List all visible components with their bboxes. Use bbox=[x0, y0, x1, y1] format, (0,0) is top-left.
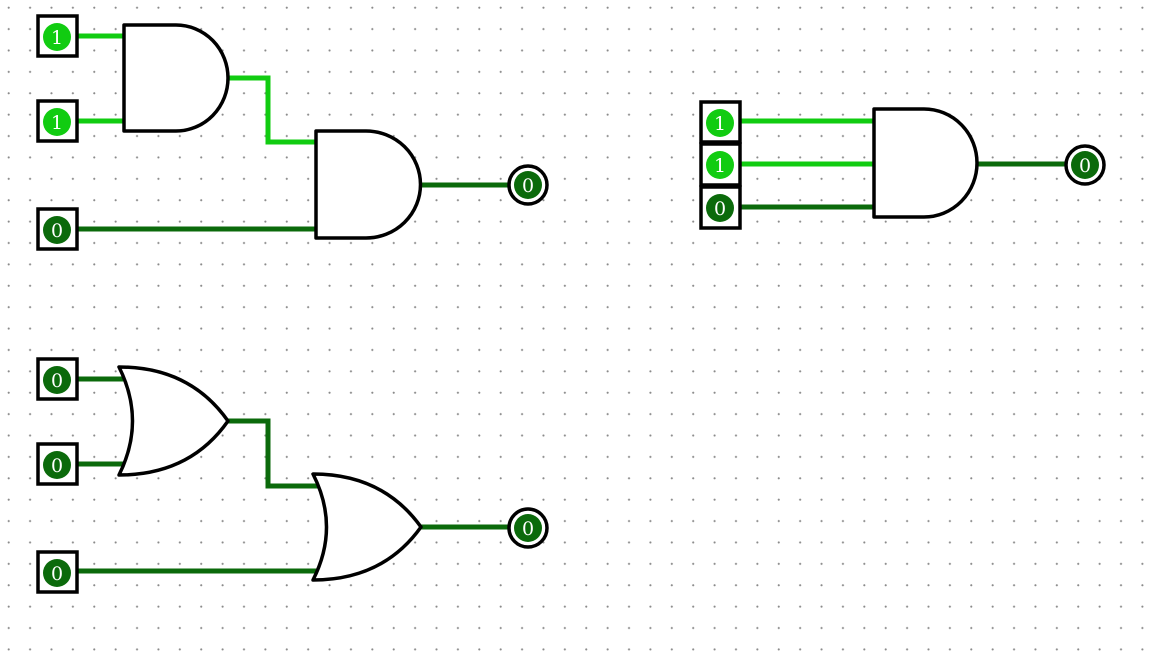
wire-low bbox=[228, 418, 318, 489]
pin-value: 0 bbox=[1079, 155, 1091, 177]
pin-value: 1 bbox=[714, 113, 726, 135]
output-pin: 0 bbox=[507, 164, 549, 206]
input-pin[interactable]: 1 bbox=[36, 14, 79, 58]
input-pin[interactable]: 0 bbox=[36, 207, 79, 251]
input-pin[interactable]: 0 bbox=[36, 550, 79, 594]
pin-state-dot bbox=[514, 171, 542, 199]
input-pin[interactable]: 0 bbox=[36, 357, 79, 401]
and-gate-3-input[interactable] bbox=[872, 107, 979, 219]
pin-state-dot bbox=[43, 216, 71, 244]
circuit-right: 1 1 0 0 bbox=[699, 100, 1106, 230]
pin-state-dot bbox=[43, 23, 71, 51]
pin-value: 0 bbox=[522, 518, 534, 540]
pin-state-dot bbox=[1071, 151, 1099, 179]
pin-value: 0 bbox=[522, 175, 534, 197]
pin-state-dot bbox=[706, 109, 734, 137]
pin-value: 1 bbox=[51, 27, 63, 49]
or-gate[interactable] bbox=[117, 365, 230, 477]
input-pin[interactable]: 1 bbox=[699, 142, 742, 187]
pin-value: 0 bbox=[51, 455, 63, 477]
pin-state-dot bbox=[43, 366, 71, 394]
pin-value: 1 bbox=[51, 112, 63, 134]
pin-state-dot bbox=[706, 194, 734, 222]
and-gate[interactable] bbox=[122, 23, 230, 133]
output-pin: 0 bbox=[507, 507, 549, 549]
input-pin[interactable]: 1 bbox=[699, 100, 742, 144]
input-pin[interactable]: 0 bbox=[36, 442, 79, 486]
pin-state-dot bbox=[706, 151, 734, 179]
input-pin[interactable]: 1 bbox=[36, 99, 79, 143]
wire-high bbox=[228, 75, 316, 145]
pin-state-dot bbox=[43, 451, 71, 479]
pin-value: 0 bbox=[51, 220, 63, 242]
circuit-bottom-left: 0 0 0 0 bbox=[36, 357, 549, 594]
pin-value: 0 bbox=[714, 198, 726, 220]
or-gate[interactable] bbox=[311, 472, 423, 582]
pin-state-dot bbox=[43, 559, 71, 587]
pin-value: 0 bbox=[51, 563, 63, 585]
pin-value: 1 bbox=[714, 155, 726, 177]
and-gate[interactable] bbox=[314, 129, 423, 240]
input-pin[interactable]: 0 bbox=[699, 185, 742, 230]
pin-state-dot bbox=[514, 514, 542, 542]
pin-state-dot bbox=[43, 108, 71, 136]
circuit-top-left: 1 1 0 0 bbox=[36, 14, 549, 251]
output-pin: 0 bbox=[1064, 144, 1106, 186]
pin-value: 0 bbox=[51, 370, 63, 392]
